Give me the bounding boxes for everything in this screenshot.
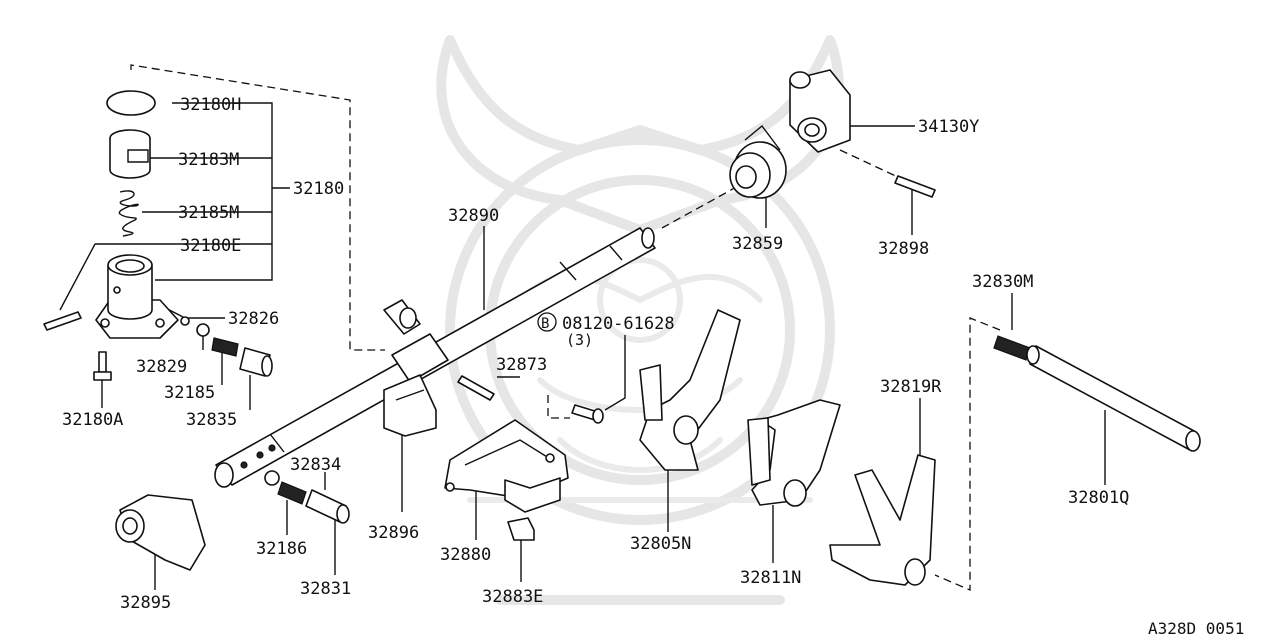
label-32180A: 32180A <box>62 410 123 430</box>
part-34130Y-bracket <box>789 69 851 153</box>
label-32185: 32185 <box>164 383 215 403</box>
part-32873-pin <box>457 375 495 401</box>
label-32890: 32890 <box>448 206 499 226</box>
part-08120-61628-bolt <box>571 404 604 424</box>
part-32180H-seal <box>106 90 156 116</box>
label-32898: 32898 <box>878 239 929 259</box>
part-32880-bracket-plate <box>444 419 569 513</box>
part-32180E-housing <box>95 254 179 339</box>
label-32883E: 32883E <box>482 587 543 607</box>
part-32834-plug <box>305 489 350 524</box>
label-34130Y: 34130Y <box>918 117 979 137</box>
label-32895: 32895 <box>120 593 171 613</box>
label-32873: 32873 <box>496 355 547 375</box>
diagram-code: A328D 0051 <box>1148 619 1244 638</box>
label-32896: 32896 <box>368 523 419 543</box>
part-32811N-shift-fork <box>747 399 841 507</box>
part-32805N-shift-fork <box>639 309 741 471</box>
label-32185M: 32185M <box>178 203 239 223</box>
label-32805N: 32805N <box>630 534 691 554</box>
label-32859: 32859 <box>732 234 783 254</box>
label-32835: 32835 <box>186 410 237 430</box>
label-32183M: 32183M <box>178 150 239 170</box>
label-32180: 32180 <box>293 179 344 199</box>
part-32835-plug <box>239 347 273 377</box>
label-08120-61628: 08120-61628 <box>562 314 675 334</box>
bolt-symbol: B <box>541 316 549 332</box>
part-32883E-block <box>507 517 535 541</box>
part-32830M-spring <box>993 335 1031 361</box>
part-32896-shift-lever <box>383 374 437 437</box>
label-32834: 32834 <box>290 455 341 475</box>
part-32801Q-rod <box>1026 345 1201 452</box>
part-32185M-spring <box>118 190 139 237</box>
part-labels: 32180H 32183M 32180 32185M 32180E 32826 … <box>62 95 1244 638</box>
part-32180A-bolt <box>93 351 112 381</box>
part-pin <box>43 311 82 331</box>
part-32859-sleeve <box>729 124 787 199</box>
label-32831: 32831 <box>300 579 351 599</box>
label-32819R: 32819R <box>880 377 942 397</box>
label-bolt-qty: (3) <box>566 331 593 349</box>
part-32898-pin <box>894 175 936 198</box>
label-32829: 32829 <box>136 357 187 377</box>
part-32185-spring <box>211 337 239 357</box>
part-32895-lever <box>115 494 206 571</box>
part-32890-shift-shaft <box>214 227 656 488</box>
part-32819R-shift-fork <box>829 454 936 586</box>
part-32829-ball <box>196 323 210 337</box>
label-32801Q: 32801Q <box>1068 488 1129 508</box>
label-32826: 32826 <box>228 309 279 329</box>
label-32180H: 32180H <box>180 95 241 115</box>
label-32811N: 32811N <box>740 568 801 588</box>
label-32180E: 32180E <box>180 236 241 256</box>
bolt-symbol-circle <box>537 312 557 332</box>
part-32826-ball <box>180 316 190 326</box>
label-32186: 32186 <box>256 539 307 559</box>
label-32830M: 32830M <box>972 272 1033 292</box>
label-32880: 32880 <box>440 545 491 565</box>
part-32186-ball <box>264 470 280 486</box>
part-32183M-plunger <box>109 129 151 179</box>
part-32831-spring <box>277 481 307 505</box>
